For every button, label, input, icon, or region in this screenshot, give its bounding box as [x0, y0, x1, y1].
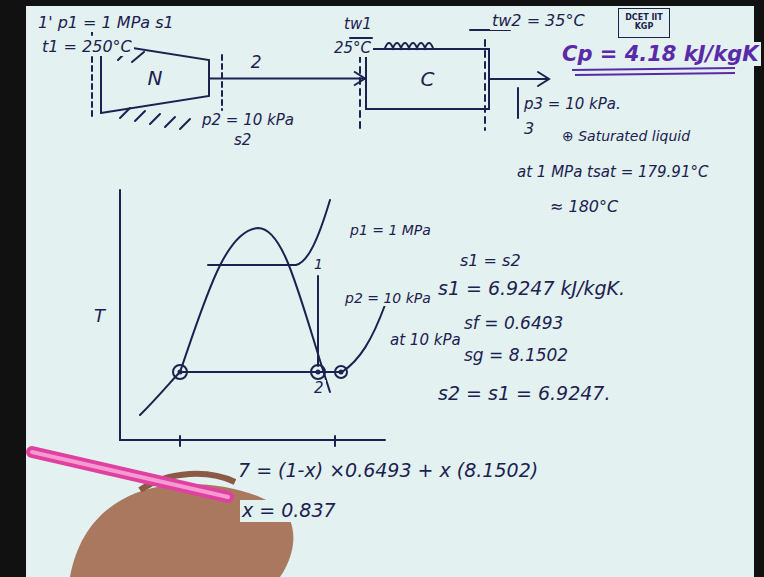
- handwritten-note: 1: [312, 256, 325, 272]
- handwritten-note: Cp = 4.18 kJ/kgK: [560, 42, 761, 66]
- node-text: C: [367, 67, 488, 91]
- handwritten-note: at 10 kPa: [388, 332, 463, 349]
- handwritten-note: p3 = 10 kPa.: [522, 96, 623, 113]
- handwritten-note: p1 = 1 MPa: [348, 222, 433, 238]
- handwritten-note: sf = 0.6493: [462, 314, 565, 334]
- handwritten-note: ⊕ Saturated liquid: [560, 128, 692, 144]
- logo-box: DCET IIT KGP: [618, 8, 670, 38]
- handwritten-note: 7 = (1-x) ×0.6493 + x (8.1502): [236, 460, 540, 482]
- handwritten-note: t1 = 250°C: [40, 38, 134, 56]
- handwritten-note: tw2 = 35°C: [490, 12, 587, 30]
- state-number: 2: [249, 53, 264, 73]
- handwritten-note: 2: [312, 380, 326, 397]
- handwritten-note: T: [92, 306, 107, 327]
- handwritten-note: 1' p1 = 1 MPa s1: [36, 14, 176, 32]
- handwritten-note: s1 = 6.9247 kJ/kgK.: [436, 278, 627, 300]
- handwritten-note: tw1: [342, 16, 374, 33]
- flow-line: [210, 72, 365, 86]
- handwritten-note: s2: [232, 132, 253, 149]
- handwritten-note: x = 0.837: [240, 500, 338, 522]
- handwritten-note: 25°C: [332, 40, 373, 57]
- handwritten-note: s1 = s2: [458, 252, 523, 270]
- handwritten-note: at 1 MPa tsat = 179.91°C: [515, 164, 710, 181]
- condenser-box: C: [365, 48, 490, 110]
- handwritten-note: 3: [522, 120, 536, 138]
- handwritten-note: p2 = 10 kPa: [200, 112, 296, 129]
- handwritten-note: ≈ 180°C: [548, 198, 620, 216]
- handwritten-note: p2 = 10 kPa: [343, 290, 433, 306]
- handwritten-note: s2 = s1 = 6.9247.: [436, 383, 613, 405]
- node-text: N: [100, 66, 210, 90]
- node-text: DCET IIT KGP: [624, 14, 664, 32]
- handwritten-note: sg = 8.1502: [462, 346, 570, 366]
